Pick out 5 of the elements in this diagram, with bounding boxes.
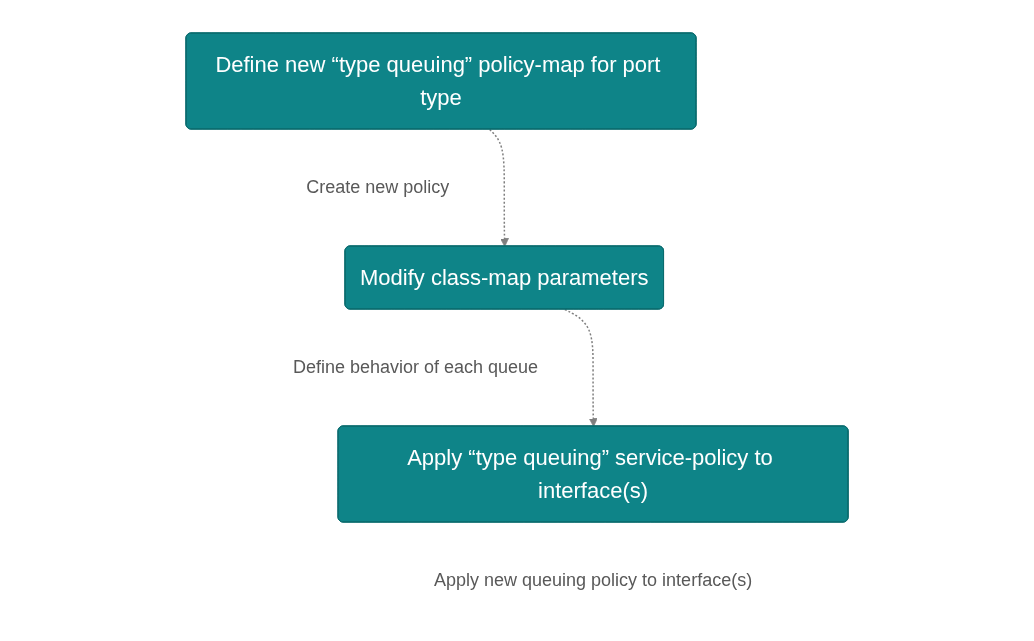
arrow — [564, 308, 598, 427]
arrow — [488, 128, 509, 247]
node-label: Create new policy — [306, 176, 450, 197]
node-label: Define behavior of each queue — [292, 356, 539, 377]
node-label: Apply new queuing policy to interface(s) — [433, 569, 753, 590]
